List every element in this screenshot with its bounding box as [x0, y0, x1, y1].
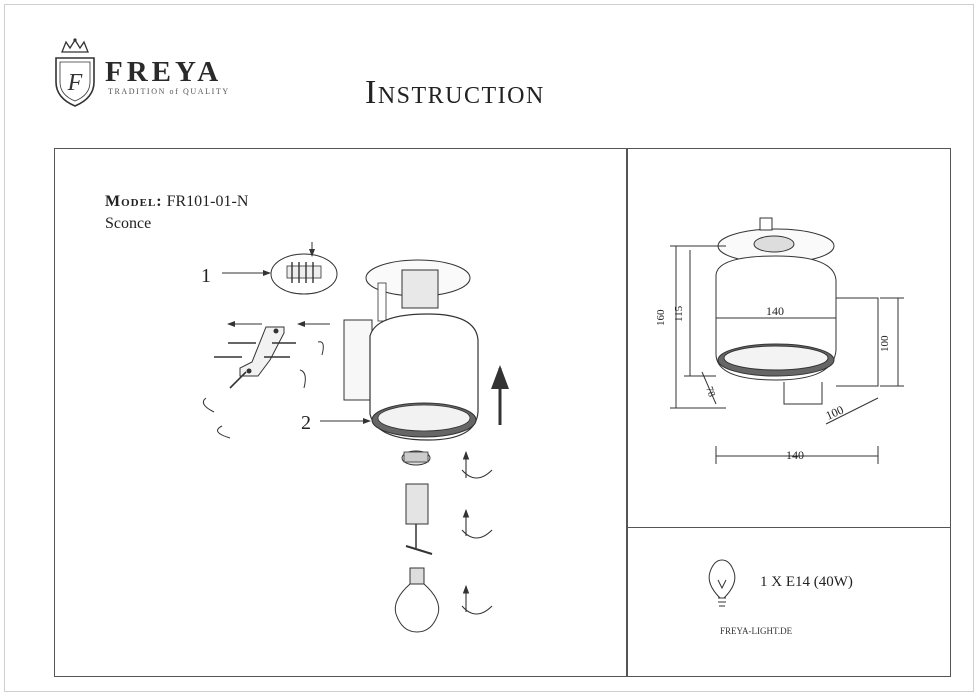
- callout-1: 1: [201, 265, 211, 287]
- rotate-arrow-icon: [461, 450, 493, 615]
- brand-tagline: TRADITION of QUALITY: [108, 87, 230, 96]
- light-bulb-icon: [394, 567, 440, 633]
- model-label: Model:: [105, 193, 163, 210]
- assembly-panel: [54, 148, 627, 677]
- sconce-fixture-drawing: [343, 259, 479, 441]
- page-border: [4, 4, 974, 692]
- dim-shade-height: 115: [673, 305, 685, 322]
- bulb-spec-icon: [708, 559, 736, 607]
- dimensions-panel: [627, 148, 951, 677]
- dim-total-height: 160: [655, 309, 667, 326]
- brand-name: FREYA: [105, 56, 223, 88]
- model-value: FR101-01-N: [166, 193, 249, 210]
- panel-divider: [627, 527, 951, 528]
- lamp-spec: 1 X E14 (40W): [760, 574, 853, 590]
- document-title: Instruction: [365, 74, 545, 111]
- emblem-letter: F: [67, 70, 83, 96]
- website-link[interactable]: FREYA-LIGHT.DE: [720, 626, 793, 636]
- dim-base-width: 140: [786, 448, 804, 462]
- dim-projection: 78: [703, 385, 717, 398]
- terminal-block-icon: [270, 242, 338, 295]
- brand-crest-icon: F: [55, 38, 95, 107]
- mounting-bracket-icon: [227, 321, 330, 377]
- dim-plate-width: 100: [824, 403, 846, 423]
- rotate-arrow-icon: [202, 341, 324, 439]
- dim-plate-height: 100: [879, 335, 891, 352]
- screws-icon: [214, 342, 296, 389]
- callout-2: 2: [301, 412, 311, 434]
- lamp-socket-icon: [405, 483, 433, 555]
- product-type: Sconce: [105, 215, 152, 232]
- dim-shade-width: 140: [766, 304, 784, 318]
- socket-ring-icon: [401, 450, 431, 466]
- model-line: Model: FR101-01-N: [105, 193, 248, 211]
